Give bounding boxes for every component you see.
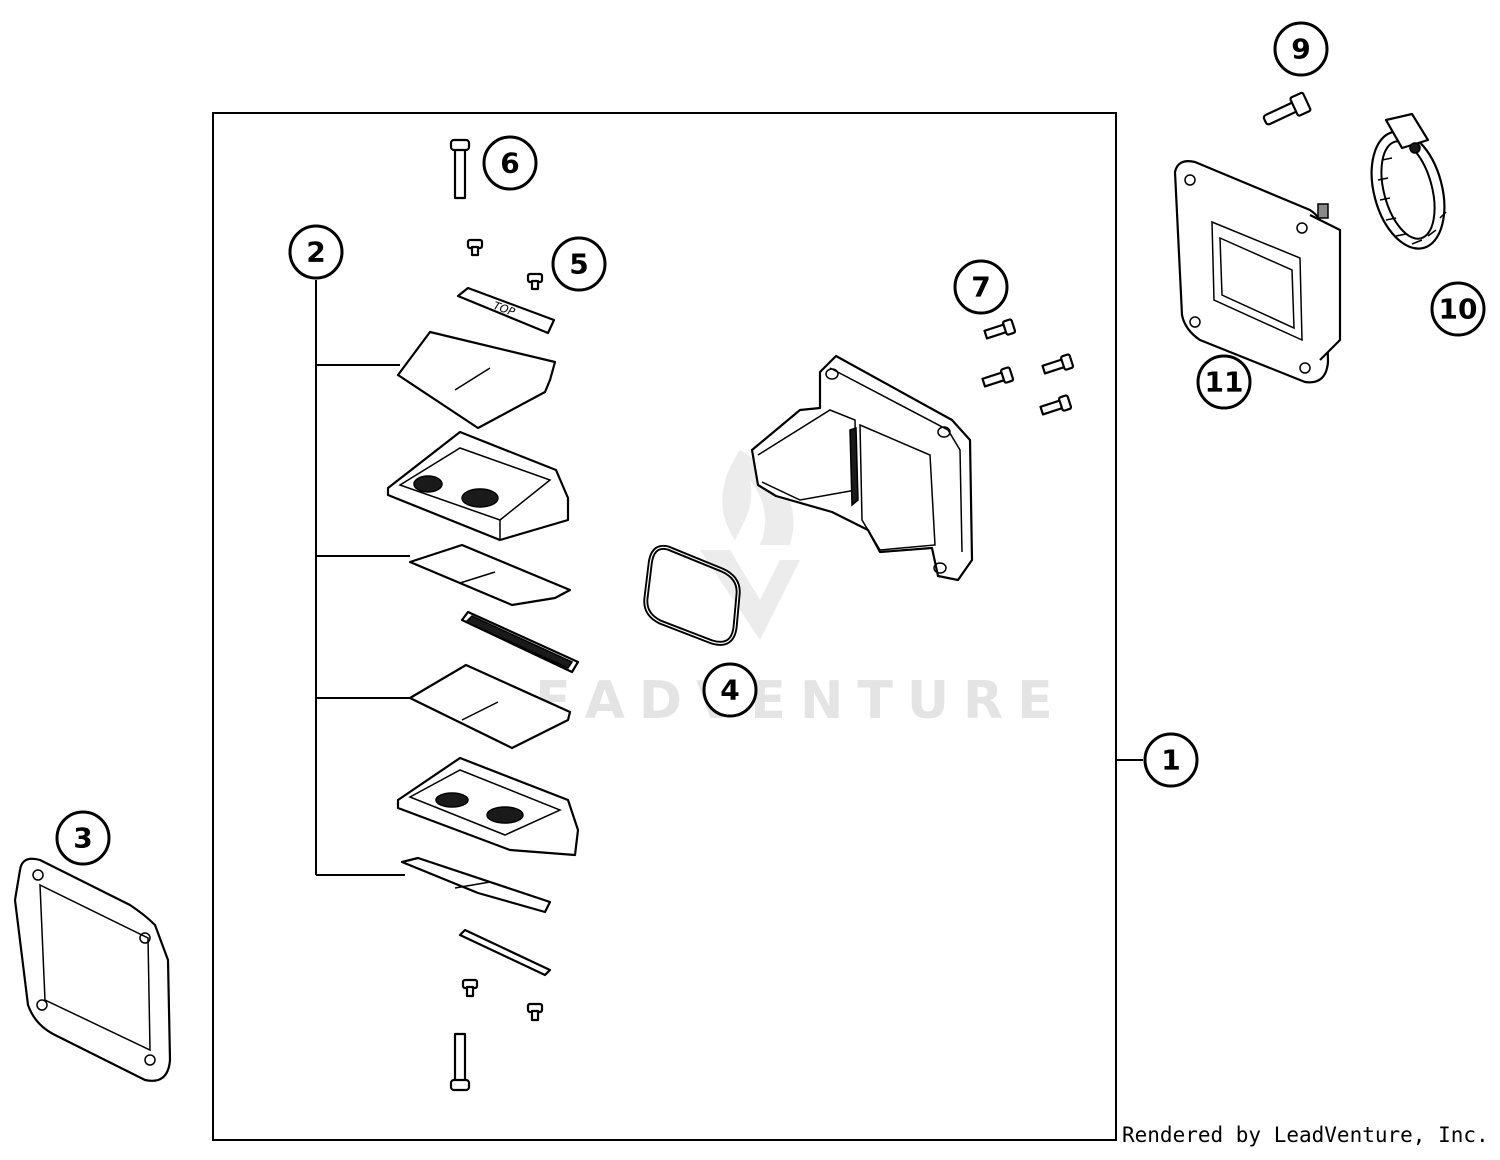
watermark-text: LEADVENTURE [488,671,1067,731]
callout-1-label: 1 [1161,744,1180,777]
callout-9-label: 9 [1291,33,1310,66]
gasket-3 [13,857,172,1082]
reed-petal-upper [396,330,557,430]
leader-lines [315,280,1143,876]
reed-cage-lower [396,756,580,857]
callout-7: 7 [953,259,1009,315]
screws-5 [466,238,544,291]
callout-1: 1 [1143,732,1199,788]
manifold-11 [1173,160,1342,384]
callout-5: 5 [551,236,607,292]
top-plate: TOP [456,286,556,335]
reed-petal-middle [408,543,572,607]
callout-10: 10 [1430,281,1486,337]
watermark: LEADVENTURE [488,450,1067,731]
intake-housing [750,354,974,582]
bottom-plate [458,928,552,977]
callout-11-label: 11 [1205,366,1244,399]
callout-4-label: 4 [720,674,739,707]
callout-9: 9 [1273,21,1329,77]
spacer-bar [460,610,580,674]
callout-2-label: 2 [306,236,325,269]
callout-6: 6 [482,135,538,191]
kit-frame [212,112,1117,1141]
bolt-9 [1262,91,1312,126]
callout-5-label: 5 [569,248,588,281]
bolt-6 [449,138,471,200]
bolts-7 [981,318,1075,416]
bolt-bottom [449,1032,471,1092]
callout-10-label: 10 [1439,293,1478,326]
bottom-screws [461,978,544,1022]
hose-clamp-10 [1370,112,1447,250]
callout-6-label: 6 [500,147,519,180]
callout-11: 11 [1196,354,1252,410]
o-ring-4 [643,544,741,646]
reed-petal-lower [408,663,572,750]
callout-7-label: 7 [971,271,990,304]
credit-text: Rendered by LeadVenture, Inc. [1122,1123,1489,1147]
reed-petal-bottom [400,856,552,914]
callout-3-label: 3 [73,822,92,855]
callout-3: 3 [55,810,111,866]
callout-2: 2 [288,224,344,280]
reed-cage-upper [386,430,570,542]
callout-4: 4 [702,662,758,718]
